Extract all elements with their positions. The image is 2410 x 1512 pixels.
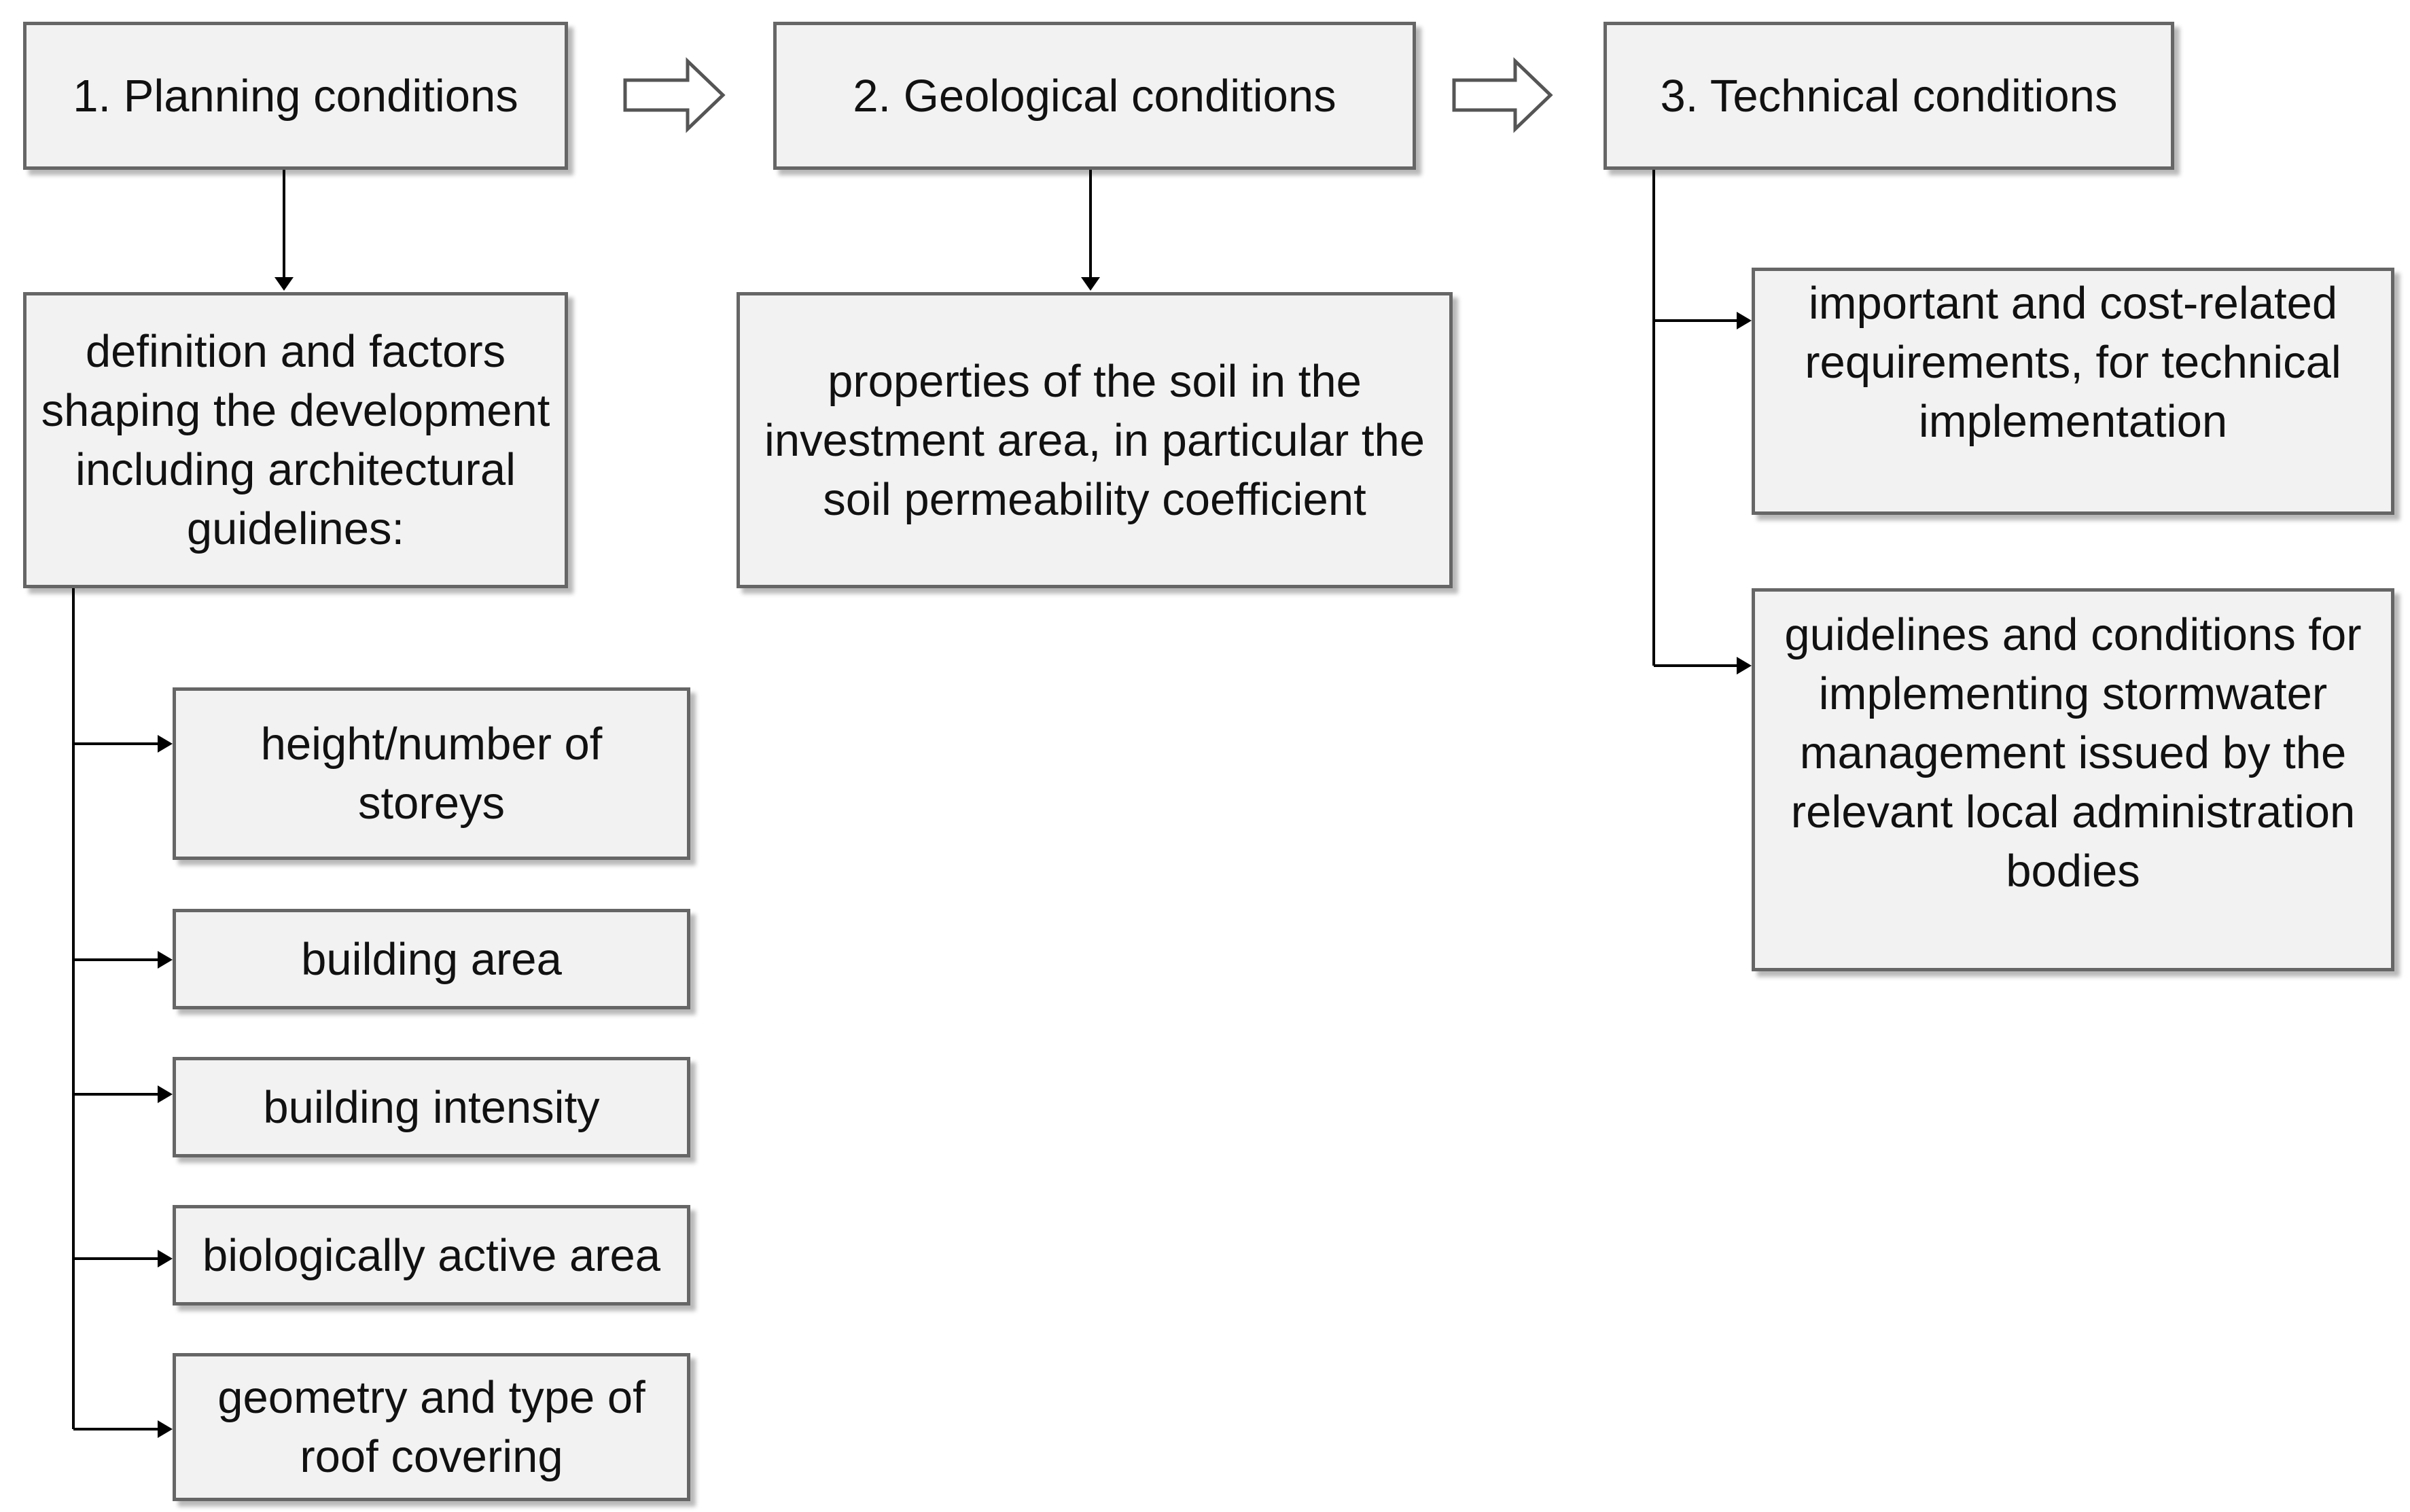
header-label: 1. Planning conditions	[73, 70, 518, 122]
detail-text: properties of the soil in the investment…	[764, 355, 1425, 525]
item-text: building area	[301, 933, 562, 985]
header-geological-conditions: 2. Geological conditions	[773, 22, 1416, 170]
arrowhead-icon	[1081, 277, 1100, 291]
item-text: important and cost-related requirements,…	[1805, 278, 2341, 447]
planning-detail-box: definition and factors shaping the devel…	[23, 292, 568, 588]
arrowhead-icon	[274, 277, 294, 291]
planning-item-building-area: building area	[173, 909, 690, 1009]
item-text: height/number of storeys	[260, 719, 603, 829]
hollow-right-arrow-icon	[1452, 57, 1553, 133]
item-text: guidelines and conditions for implementi…	[1784, 609, 2362, 897]
technical-item-cost-requirements: important and cost-related requirements,…	[1752, 268, 2394, 515]
header-planning-conditions: 1. Planning conditions	[23, 22, 568, 170]
header-label: 2. Geological conditions	[853, 70, 1336, 122]
arrowhead-icon	[1737, 657, 1752, 674]
arrowhead-icon	[158, 1085, 173, 1103]
arrowhead-icon	[158, 951, 173, 969]
arrowhead-icon	[158, 1420, 173, 1438]
connector-technical-items	[1652, 170, 1739, 667]
geological-detail-box: properties of the soil in the investment…	[737, 292, 1453, 588]
planning-item-height: height/number of storeys	[173, 687, 690, 860]
item-text: biologically active area	[202, 1229, 661, 1281]
header-label: 3. Technical conditions	[1660, 70, 2118, 122]
hollow-right-arrow-icon	[623, 57, 726, 133]
arrowhead-icon	[158, 735, 173, 753]
detail-text: definition and factors shaping the devel…	[41, 326, 550, 554]
planning-item-roof-geometry: geometry and type of roof covering	[173, 1353, 690, 1501]
item-text: geometry and type of roof covering	[217, 1372, 645, 1482]
planning-item-biologically-active-area: biologically active area	[173, 1205, 690, 1306]
header-technical-conditions: 3. Technical conditions	[1603, 22, 2174, 170]
item-text: building intensity	[263, 1081, 600, 1133]
technical-item-stormwater-guidelines: guidelines and conditions for implementi…	[1752, 588, 2394, 971]
connector-planning-items	[72, 588, 160, 1430]
arrowhead-icon	[158, 1250, 173, 1267]
planning-item-building-intensity: building intensity	[173, 1057, 690, 1157]
arrowhead-icon	[1737, 312, 1752, 329]
